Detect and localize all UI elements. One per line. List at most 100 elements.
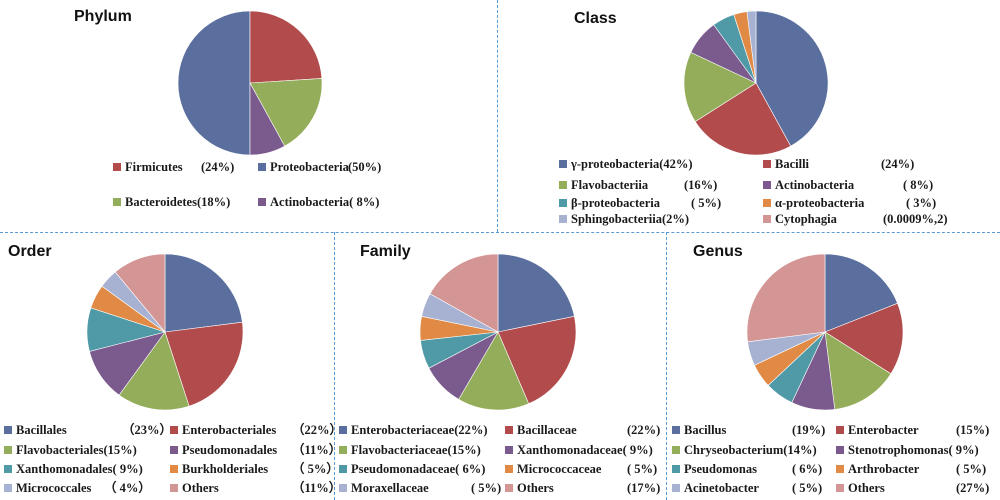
legend-percent: (2%) [662, 212, 690, 226]
pie-slice-chryseobacterium [824, 331, 892, 410]
pie-slice-others [429, 253, 499, 333]
legend-item: γ-proteobacteria(42%) [559, 157, 693, 171]
legend-swatch [836, 465, 844, 473]
legend-percent: ( 8%) [903, 178, 934, 192]
legend-percent: (27%) [956, 481, 990, 495]
legend-swatch [559, 181, 567, 189]
legend-label: Enterobacter [848, 423, 919, 437]
legend-percent: ( 5%) [471, 481, 502, 495]
pie-slice-enterobacteriaceae [497, 253, 575, 333]
legend-swatch [836, 446, 844, 454]
legend-item: Pseudomonadaceae( 6%) [339, 462, 485, 476]
legend-swatch [505, 446, 513, 454]
legend-item: Flavobacteriia (16%) [559, 178, 717, 192]
legend-label: Stenotrophomonas [848, 443, 949, 457]
legend-swatch [170, 465, 178, 473]
legend-percent: （11%） [292, 481, 342, 495]
legend-item: Flavobacteriaceae(15%) [339, 443, 481, 457]
legend-item: Flavobacteriales(15%) [4, 443, 137, 457]
horizontal-divider [0, 232, 1000, 233]
legend-swatch [258, 198, 266, 206]
legend-label: Others [848, 481, 885, 495]
vertical-divider-bottom-right [666, 232, 667, 500]
legend-percent: (24%) [201, 160, 235, 174]
legend-swatch [672, 426, 680, 434]
legend-label: Acinetobacter [684, 481, 759, 495]
legend-swatch [4, 446, 12, 454]
legend-label: γ-proteobacteria [571, 157, 660, 171]
legend-item: Moraxellaceae( 5%) [339, 481, 501, 495]
legend-swatch [672, 465, 680, 473]
legend-percent: （23%） [122, 423, 173, 437]
pie-slice-bacilli [694, 82, 792, 156]
legend-item: Enterobacteriaceae(22%) [339, 423, 488, 437]
legend-percent: ( 9%) [948, 443, 979, 457]
legend-label: Bacilli [775, 157, 810, 171]
pie-slice-bacillus [824, 253, 898, 333]
legend-label: Bacillaceae [517, 423, 577, 437]
legend-swatch [559, 199, 567, 207]
vertical-divider-top [497, 0, 498, 232]
legend-swatch [763, 215, 771, 223]
legend-item: Chryseobacterium(14%) [672, 443, 817, 457]
legend-percent: ( 5%) [691, 196, 722, 210]
vertical-divider-bottom-left [334, 232, 335, 500]
legend-item: Burkholderiales（ 5%） [170, 462, 339, 476]
legend-label: Flavobacteriia [571, 178, 649, 192]
legend-item: Micrococcales（ 4%） [4, 481, 151, 495]
legend-percent: (15%) [956, 423, 990, 437]
phylum-pie-chart [177, 10, 323, 156]
legend-swatch [505, 426, 513, 434]
legend-label: Proteobacteria [270, 160, 349, 174]
legend-item: Others (27%) [836, 481, 989, 495]
legend-label: Bacillales [16, 423, 67, 437]
legend-label: α-proteobacteria [775, 196, 865, 210]
pie-slice-others [746, 253, 826, 343]
legend-label: Xanthomonadales [16, 462, 113, 476]
legend-percent: (16%) [684, 178, 718, 192]
legend-percent: (42%) [659, 157, 693, 171]
order-pie-chart [86, 253, 244, 411]
legend-swatch [113, 198, 121, 206]
legend-item: Enterobacteriales（22%） [170, 423, 342, 437]
legend-percent: （ 4%） [104, 481, 151, 495]
legend-swatch [505, 465, 513, 473]
genus-panel: Genus Bacillus(19%)Enterobacter(15%)Chry… [666, 232, 1000, 500]
legend-percent: ( 5%) [956, 462, 987, 476]
legend-label: Pseudomonadaceae [351, 462, 456, 476]
legend-percent: ( 6%) [792, 462, 823, 476]
pie-slice-sphingobacteriia [746, 10, 757, 84]
legend-label: Pseudomonas [684, 462, 757, 476]
legend-item: Bacillales （23%） [4, 423, 172, 437]
legend-percent: (15%) [103, 443, 137, 457]
legend-swatch [559, 215, 567, 223]
pie-slice-flavobacteriaceae [458, 331, 530, 411]
legend-swatch [836, 426, 844, 434]
class-panel: Class γ-proteobacteria(42%)Bacilli(24%)F… [497, 0, 1000, 232]
pie-slice-enterobacteriales [164, 321, 244, 407]
legend-label: Bacillus [684, 423, 727, 437]
legend-swatch [4, 426, 12, 434]
legend-swatch [113, 163, 121, 171]
legend-label: Chryseobacterium [684, 443, 784, 457]
legend-item: Actinobacteria( 8%) [763, 178, 933, 192]
legend-label: Sphingobacteriia [571, 212, 662, 226]
legend-swatch [836, 484, 844, 492]
legend-label: Pseudomonadales [182, 443, 278, 457]
legend-item: Others(17%) [505, 481, 660, 495]
legend-item: Bacilli(24%) [763, 157, 914, 171]
legend-item: Pseudomonadales（11%） [170, 443, 341, 457]
legend-item: Others（11%） [170, 481, 341, 495]
legend-item: β-proteobacteria( 5%) [559, 196, 721, 210]
legend-swatch [170, 484, 178, 492]
pie-slice-bacillales [164, 253, 243, 333]
legend-item: Proteobacteria(50%) [258, 160, 381, 174]
legend-percent: （ 5%） [292, 462, 339, 476]
legend-percent: ( 3%) [906, 196, 937, 210]
legend-percent: ( 8%) [349, 195, 380, 209]
legend-label: Arthrobacter [848, 462, 920, 476]
legend-percent: (17%) [627, 481, 661, 495]
legend-item: Actinobacteria( 8%) [258, 195, 379, 209]
legend-item: Bacillaceae(22%) [505, 423, 660, 437]
legend-percent: (14%) [783, 443, 817, 457]
